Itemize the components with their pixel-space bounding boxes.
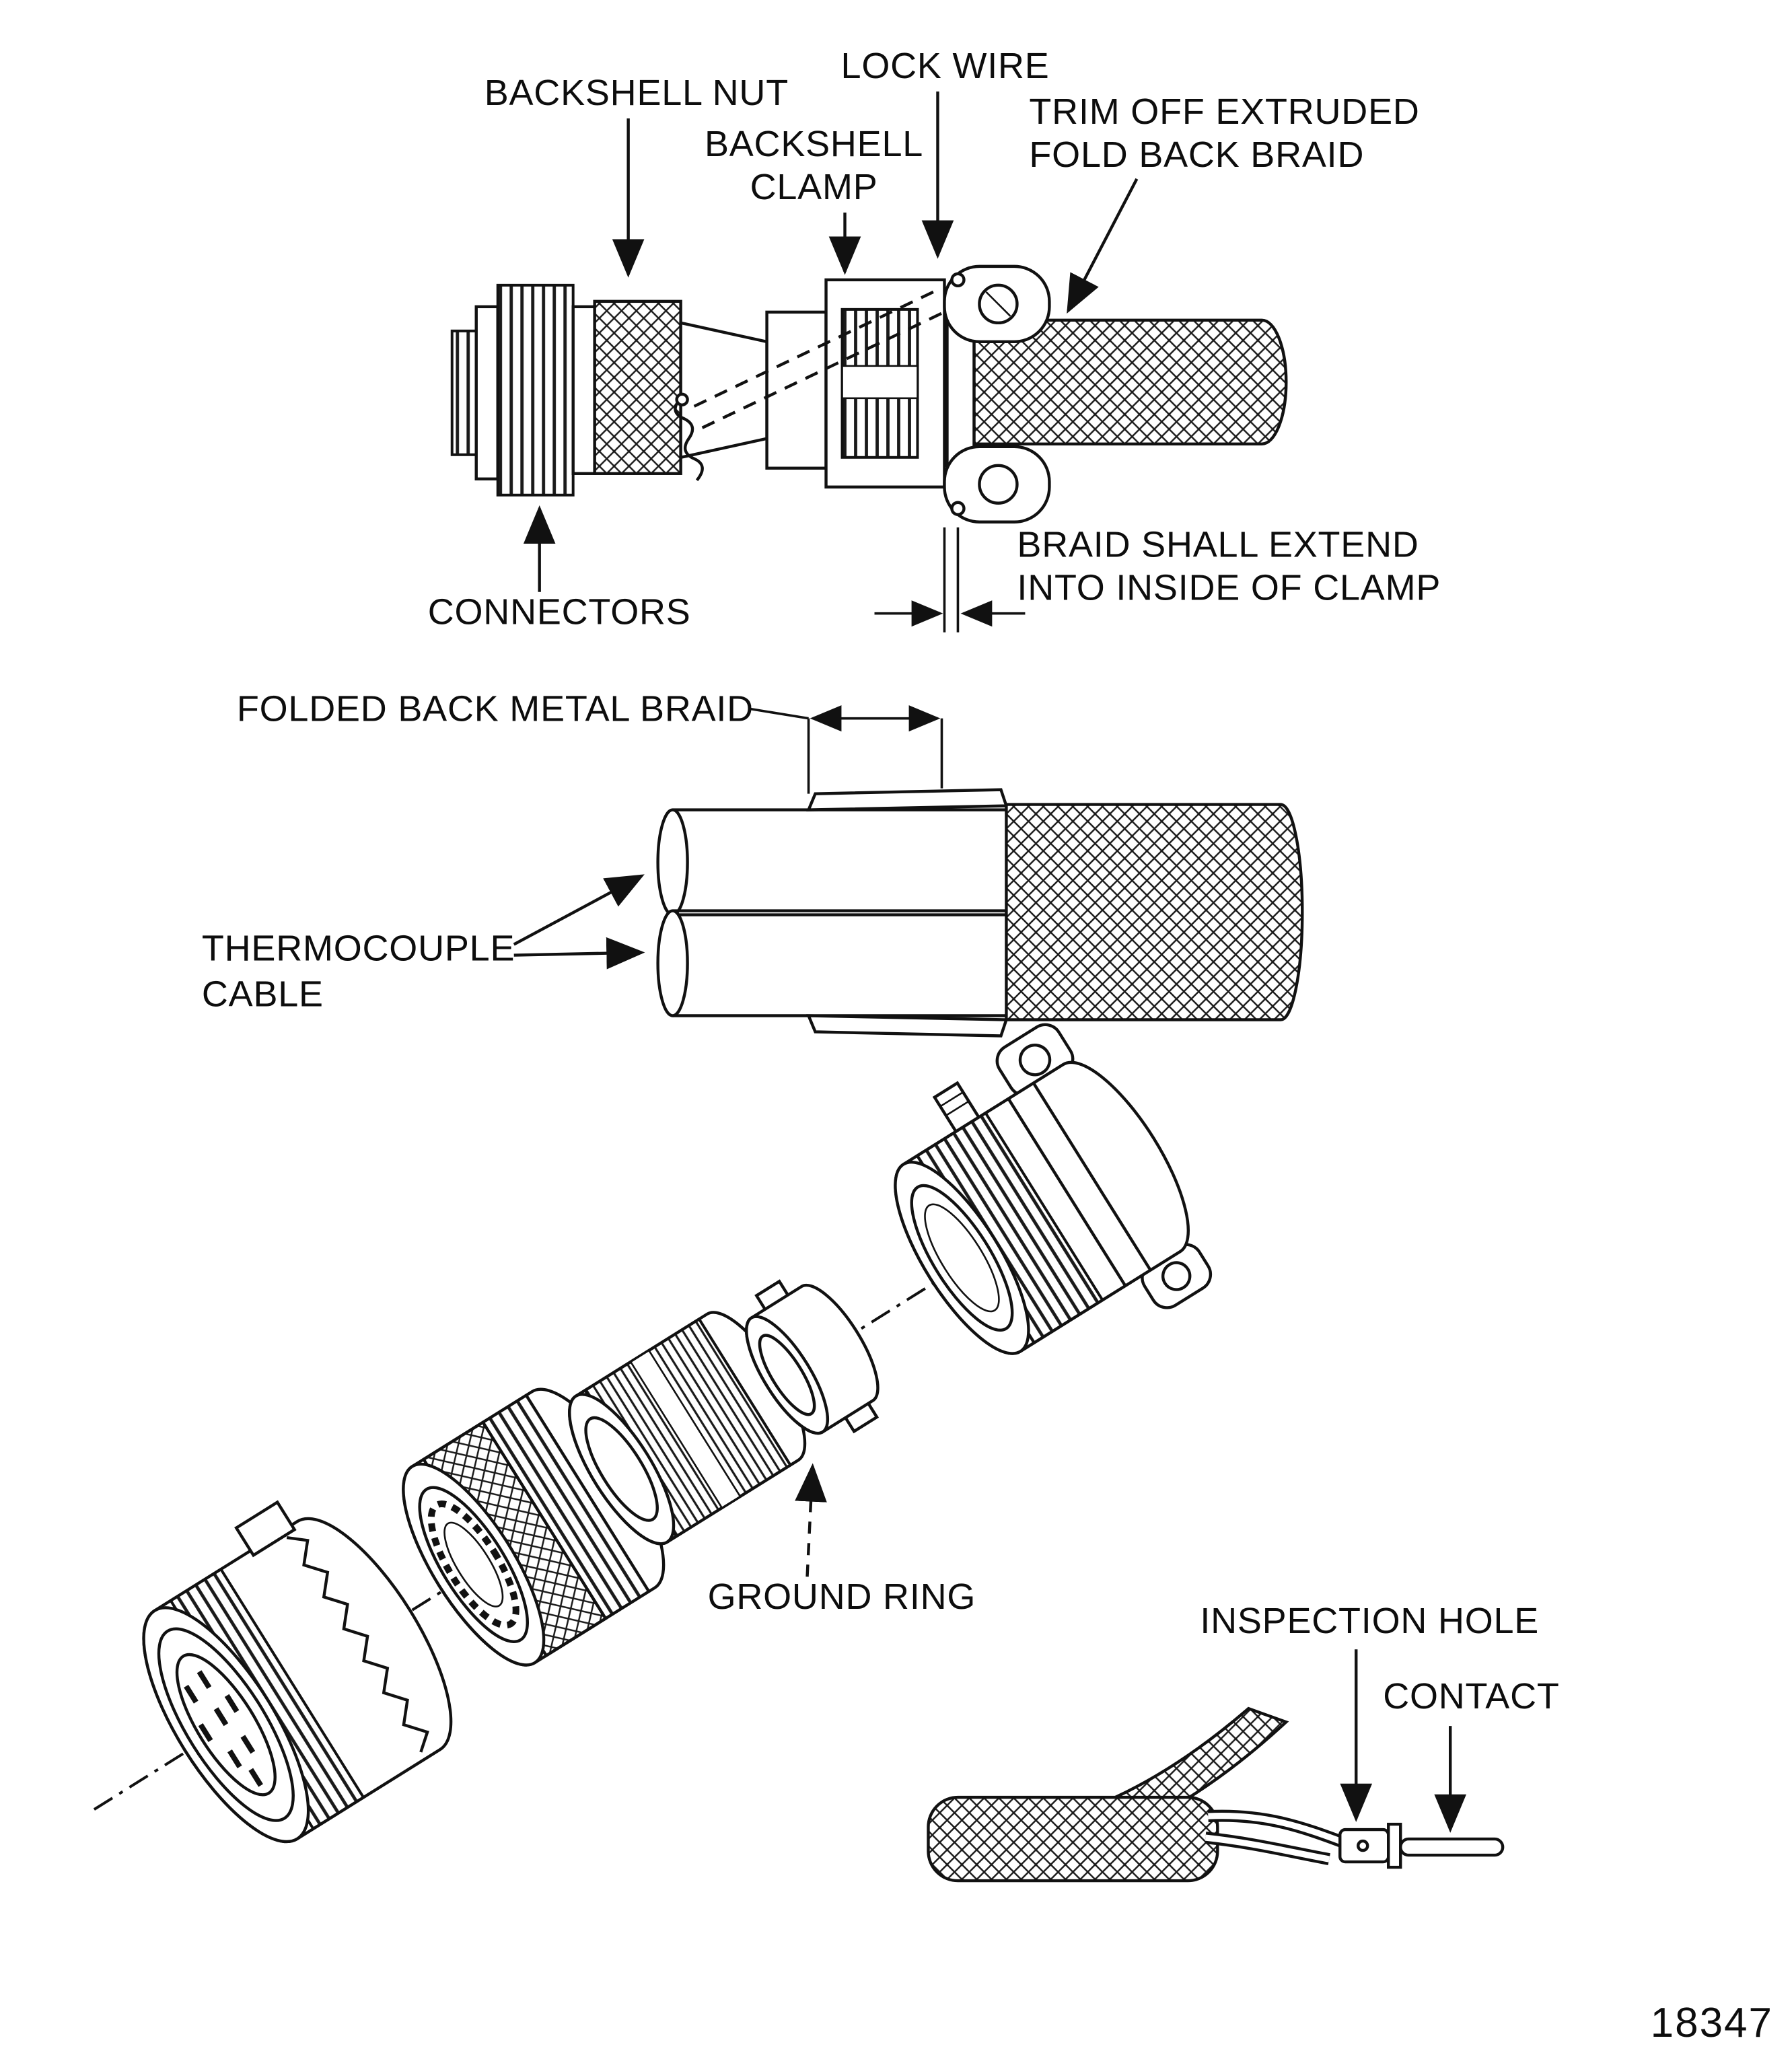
- lock-wire-drawing: [674, 286, 951, 482]
- contact-cable-drawing: [927, 1795, 1219, 1883]
- braid-flap-bottom: [806, 1014, 1009, 1038]
- backshell-clamp-assembly-drawing: [894, 1023, 1213, 1355]
- assembled-connector-figure: BACKSHELL NUT LOCK WIRE BACKSHELL CLAMP …: [428, 46, 1441, 632]
- figure-number: 18347: [1651, 2000, 1773, 2046]
- backshell-body-drawing: [679, 310, 828, 470]
- folded-braid-figure: FOLDED BACK METAL BRAID THERMOCOUPLE CAB…: [202, 689, 1304, 1038]
- thermocouple-cable-label-line2: CABLE: [202, 974, 324, 1015]
- inspection-hole-label: INSPECTION HOLE: [1200, 1601, 1539, 1641]
- trim-braid-arrow: [1067, 178, 1139, 314]
- folded-braid-label: FOLDED BACK METAL BRAID: [237, 689, 754, 729]
- connectors-label: CONNECTORS: [428, 592, 691, 632]
- braid-extend-dimension: [874, 527, 1026, 632]
- threaded-adapter-drawing: [568, 1311, 807, 1546]
- metal-braid-drawing: [1005, 803, 1304, 1021]
- backshell-clamp-label-line1: BACKSHELL: [705, 124, 923, 164]
- lock-wire-label: LOCK WIRE: [841, 46, 1050, 86]
- thermocouple-arrow-top: [513, 874, 645, 946]
- braided-cable-drawing: [972, 318, 1288, 445]
- folded-braid-dimension: [750, 705, 943, 794]
- thermocouple-cable-label-line1: THERMOCOUPLE: [202, 929, 515, 969]
- contact-wires: [1205, 1809, 1348, 1865]
- plug-connector-drawing: [142, 1500, 453, 1844]
- backshell-nut-drawing: [593, 299, 682, 475]
- ground-ring-label: GROUND RING: [708, 1577, 976, 1617]
- inspection-hole-mark: [1357, 1839, 1369, 1852]
- trim-braid-label-line2: FOLD BACK BRAID: [1029, 135, 1364, 175]
- backshell-clamp-label-line2: CLAMP: [750, 167, 878, 207]
- contact-pin-drawing: [1338, 1822, 1505, 1869]
- ground-ring-arrow: [795, 1463, 827, 1577]
- plug-pins: [184, 1670, 263, 1787]
- ground-ring-drawing: [745, 1279, 880, 1435]
- trim-braid-label-line1: TRIM OFF EXTRUDED: [1029, 92, 1419, 132]
- braid-flap-top: [806, 788, 1009, 811]
- contact-label: CONTACT: [1383, 1676, 1559, 1716]
- braid-extend-label-line2: INTO INSIDE OF CLAMP: [1017, 568, 1441, 608]
- clamp-saddle-drawing: [943, 264, 1051, 523]
- exploded-view-figure: GROUND RING: [93, 1023, 1213, 1844]
- backshell-nut-label: BACKSHELL NUT: [485, 73, 789, 113]
- contact-detail-figure: INSPECTION HOLE CONTACT: [927, 1601, 1559, 1883]
- connector-coupling-rings: [450, 283, 596, 497]
- braid-extend-label-line1: BRAID SHALL EXTEND: [1017, 525, 1419, 565]
- backshell-clamp-drawing: [824, 278, 946, 489]
- thermocouple-arrow-bottom: [513, 937, 645, 970]
